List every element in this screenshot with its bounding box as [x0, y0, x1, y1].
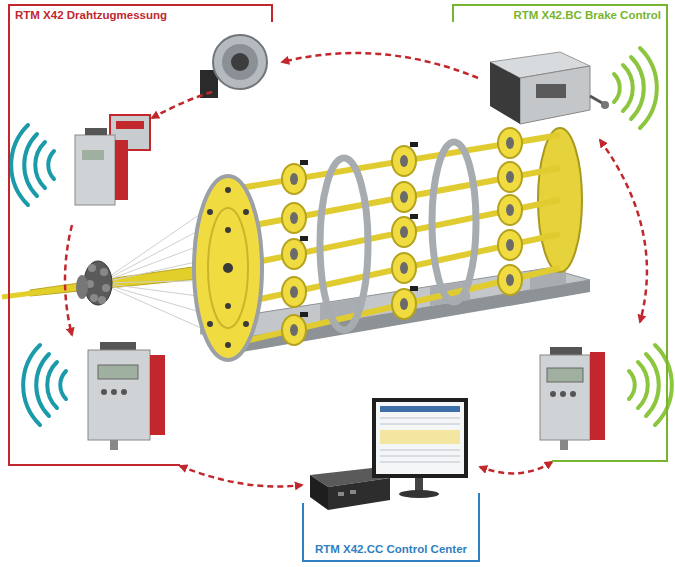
brake-control-unit — [490, 52, 609, 124]
dashed-arrow — [480, 462, 552, 473]
region-outline-path — [9, 5, 272, 465]
region-frame: RTM X42.CC Control Center — [302, 395, 480, 562]
region-outline — [8, 4, 272, 466]
dashed-arrow — [180, 466, 302, 486]
brake-disk — [200, 35, 267, 98]
control-center-pc — [310, 398, 468, 510]
right-bottom-brake-unit — [540, 347, 605, 450]
region-outline — [302, 395, 480, 562]
region-frame: RTM X42 Drahtzugmessung — [8, 4, 272, 466]
region-outline — [452, 4, 668, 462]
region-frame: RTM X42.BC Brake Control — [452, 4, 668, 462]
region-outline-path — [303, 493, 479, 561]
stranding-cage — [194, 128, 582, 360]
region-outline-path — [453, 5, 667, 461]
region-title: RTM X42.BC Brake Control — [511, 8, 663, 22]
left-bottom-sensor-unit — [88, 342, 165, 450]
signal-flow-arrows — [65, 53, 647, 335]
left-sensor-units — [75, 115, 150, 205]
region-title: RTM X42 Drahtzugmessung — [13, 8, 169, 22]
region-title: RTM X42.CC Control Center — [313, 542, 469, 556]
wireless-signals — [11, 48, 672, 425]
